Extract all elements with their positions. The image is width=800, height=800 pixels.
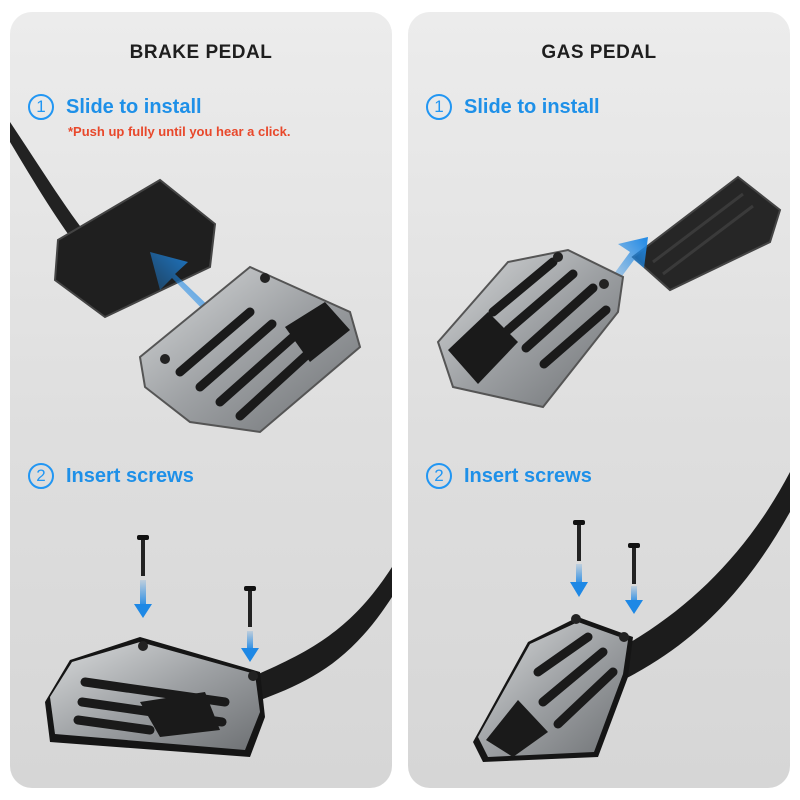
gas-step-1-number: 1 bbox=[426, 94, 452, 120]
gas-step-2: 2 Insert screws bbox=[426, 463, 592, 489]
gas-screw-1 bbox=[570, 520, 588, 597]
brake-screw-1 bbox=[134, 535, 152, 618]
brake-step-2-number: 2 bbox=[28, 463, 54, 489]
brake-step-1-label: Slide to install bbox=[66, 95, 202, 118]
gas-metal-cover bbox=[436, 248, 625, 409]
gas-original-pad bbox=[631, 175, 782, 292]
brake-pedal-panel: BRAKE PEDAL 1 Slide to install *Push up … bbox=[10, 12, 392, 788]
gas-panel-title: GAS PEDAL bbox=[541, 42, 657, 63]
brake-step-1: 1 Slide to install bbox=[28, 94, 202, 120]
brake-screw-2 bbox=[241, 586, 259, 662]
brake-original-pad bbox=[53, 178, 217, 319]
brake-metal-cover bbox=[138, 265, 362, 434]
gas-screw-2 bbox=[625, 543, 643, 614]
brake-arm-lower bbox=[240, 567, 392, 702]
gas-step-2-number: 2 bbox=[426, 463, 452, 489]
gas-arm-lower bbox=[613, 472, 790, 680]
gas-step-1: 1 Slide to install bbox=[426, 94, 600, 120]
gas-pedal-panel: GAS PEDAL 1 Slide to install 2 Insert sc… bbox=[408, 12, 790, 788]
brake-slide-arrow bbox=[150, 252, 215, 317]
brake-step-2-label: Insert screws bbox=[66, 464, 194, 487]
brake-step-1-note: *Push up fully until you hear a click. bbox=[68, 124, 291, 139]
gas-installed-pad bbox=[473, 614, 633, 762]
brake-step-2: 2 Insert screws bbox=[28, 463, 194, 489]
brake-panel-title: BRAKE PEDAL bbox=[129, 42, 273, 63]
brake-step-1-number: 1 bbox=[28, 94, 54, 120]
gas-pedal-illustration bbox=[436, 175, 790, 762]
gas-step-1-label: Slide to install bbox=[464, 95, 600, 118]
gas-step-2-label: Insert screws bbox=[464, 464, 592, 487]
brake-pedal-illustration bbox=[10, 122, 392, 757]
brake-installed-pad bbox=[45, 637, 265, 757]
